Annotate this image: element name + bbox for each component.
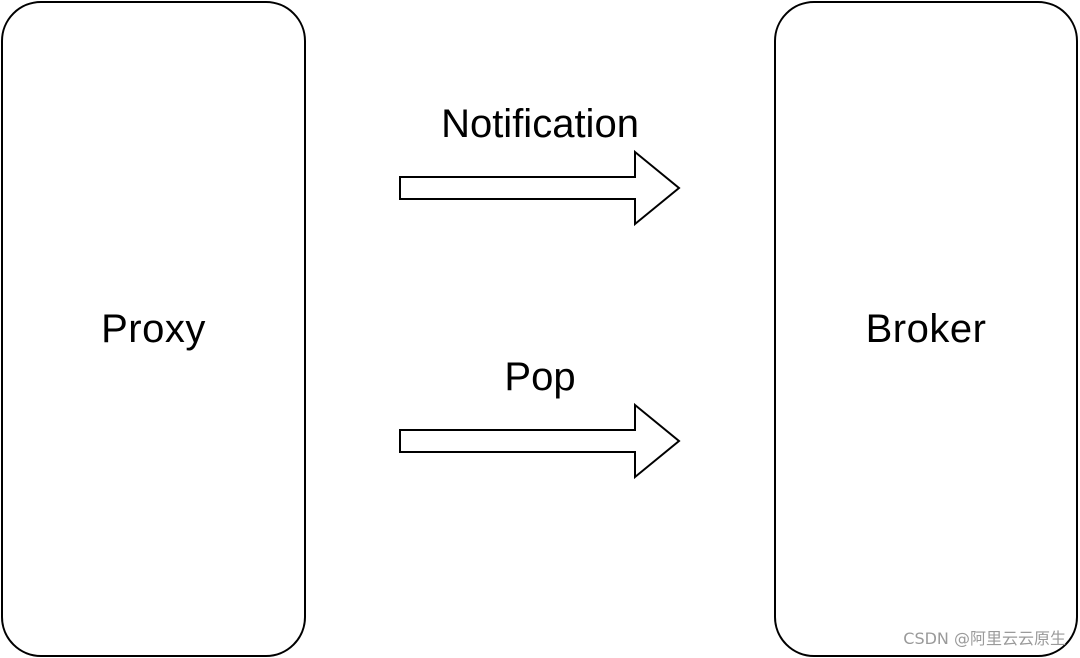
broker-node: Broker: [774, 1, 1078, 657]
notification-arrow-icon: [399, 149, 681, 227]
proxy-node: Proxy: [1, 1, 306, 657]
pop-arrow-icon: [399, 402, 681, 480]
proxy-node-label: Proxy: [101, 306, 206, 351]
notification-edge-label: Notification: [441, 102, 639, 146]
pop-edge-label: Pop: [504, 355, 576, 399]
broker-node-label: Broker: [865, 306, 987, 351]
watermark: CSDN @阿里云云原生: [903, 629, 1066, 648]
